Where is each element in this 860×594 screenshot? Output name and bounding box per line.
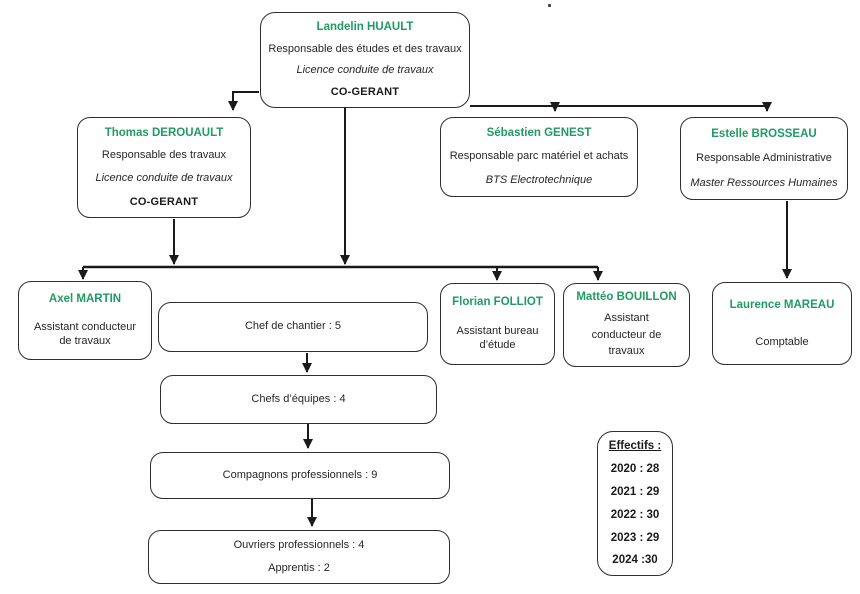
box-axel-martin: Axel MARTIN Assistant conducteur de trav…	[18, 281, 152, 360]
person-name: Estelle BROSSEAU	[711, 127, 817, 140]
person-qualification: BTS Electrotechnique	[485, 174, 593, 187]
box-estelle-brosseau: Estelle BROSSEAU Responsable Administrat…	[680, 117, 848, 200]
person-name: Axel MARTIN	[48, 293, 122, 306]
person-name: Florian FOLLIOT	[452, 296, 543, 309]
chain-label-2: Apprentis : 2	[268, 561, 330, 574]
person-qualification: Licence conduite de travaux	[95, 172, 233, 185]
box-sebastien-genest: Sébastien GENEST Responsable parc matéri…	[440, 117, 638, 197]
person-name: Thomas DEROUAULT	[104, 126, 224, 139]
box-chef-de-chantier: Chef de chantier : 5	[158, 302, 428, 352]
effectifs-row: 2022 : 30	[610, 508, 660, 521]
person-title: CO-GERANT	[330, 86, 400, 99]
stray-mark	[548, 4, 551, 7]
person-title: CO-GERANT	[129, 195, 199, 208]
box-chefs-d-equipes: Chefs d’équipes : 4	[160, 375, 437, 424]
box-matteo-bouillon: Mattéo BOUILLON Assistant conducteur de …	[563, 283, 690, 367]
person-name: Landelin HUAULT	[316, 21, 414, 34]
effectifs-title: Effectifs :	[608, 440, 662, 453]
box-ouvriers-apprentis: Ouvriers professionnels : 4 Apprentis : …	[148, 530, 450, 584]
person-role: Responsable des travaux	[101, 149, 227, 162]
box-landelin-huault: Landelin HUAULT Responsable des études e…	[260, 12, 470, 108]
effectifs-row: 2024 :30	[612, 554, 658, 567]
person-name: Sébastien GENEST	[486, 127, 592, 140]
chain-label: Chef de chantier : 5	[244, 320, 341, 333]
person-role: Comptable	[755, 335, 809, 348]
chain-label: Compagnons professionnels : 9	[222, 468, 378, 481]
effectifs-row: 2023 : 29	[610, 531, 660, 544]
box-florian-folliot: Florian FOLLIOT Assistant bureau d’étude	[440, 283, 555, 365]
effectifs-box: Effectifs : 2020 : 28 2021 : 29 2022 : 3…	[597, 431, 673, 576]
box-laurence-mareau: Laurence MAREAU Comptable	[712, 282, 852, 365]
effectifs-row: 2021 : 29	[610, 485, 660, 498]
person-role: Assistant bureau d’étude	[456, 325, 539, 352]
person-role: Assistant conducteur de travaux	[33, 321, 137, 347]
chain-label: Chefs d’équipes : 4	[251, 392, 346, 405]
person-qualification: Licence conduite de travaux	[296, 64, 434, 77]
person-name: Laurence MAREAU	[729, 298, 835, 311]
person-role: Assistant conducteur de travaux	[591, 312, 662, 358]
chain-label: Ouvriers professionnels : 4	[233, 538, 365, 551]
person-role: Responsable Administrative	[696, 151, 832, 164]
person-role: Responsable des études et des travaux	[268, 42, 462, 55]
effectifs-row: 2020 : 28	[610, 463, 660, 476]
box-thomas-derouault: Thomas DEROUAULT Responsable des travaux…	[77, 117, 251, 218]
person-role: Responsable parc matériel et achats	[449, 150, 629, 163]
person-qualification: Master Ressources Humaines	[690, 176, 838, 189]
person-name: Mattéo BOUILLON	[576, 291, 677, 304]
box-compagnons-professionnels: Compagnons professionnels : 9	[150, 452, 450, 499]
